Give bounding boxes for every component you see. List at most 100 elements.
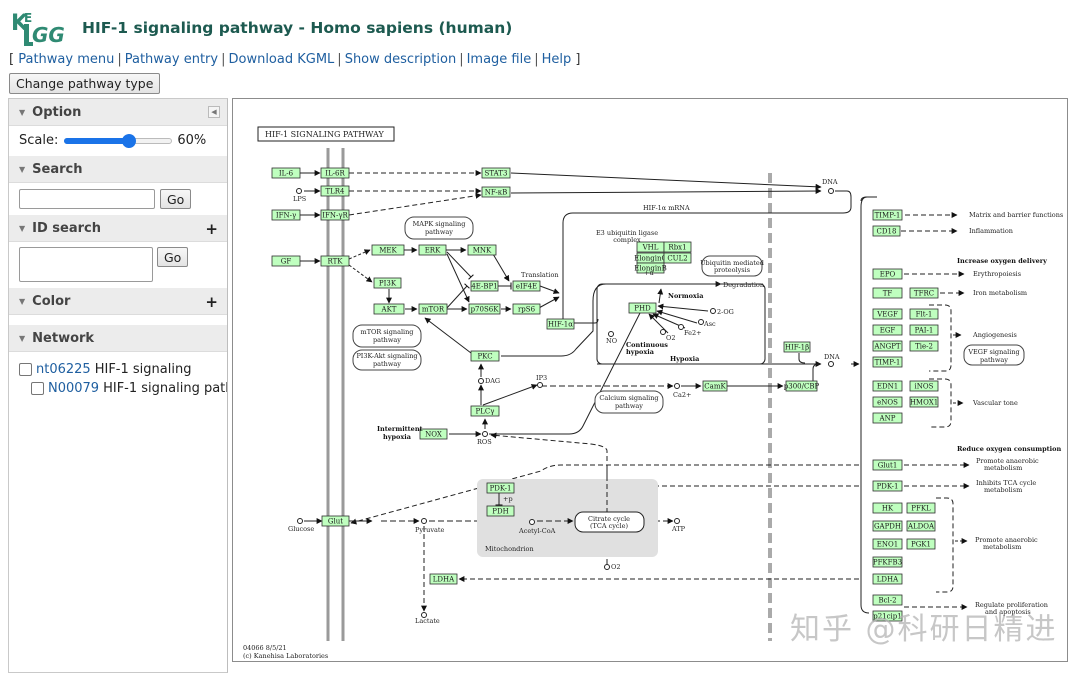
mtor-pathway-node[interactable] <box>352 324 422 348</box>
gene-box[interactable] <box>271 209 301 221</box>
gene-box[interactable] <box>470 350 500 362</box>
compound-o2[interactable] <box>604 564 610 570</box>
gene-box[interactable] <box>481 167 511 179</box>
gene-glut1[interactable]: Glut1 <box>872 459 903 471</box>
gene-box[interactable] <box>486 482 515 494</box>
gene-nfkb[interactable]: NF-κB <box>481 186 511 198</box>
search-section-header[interactable]: ▼ Search <box>9 156 227 183</box>
gene-tie2[interactable]: Tie-2 <box>909 340 939 352</box>
id-search-section-header[interactable]: ▼ ID search + <box>9 215 227 242</box>
gene-egf[interactable]: EGF <box>872 324 903 336</box>
gene-box[interactable] <box>271 167 301 179</box>
gene-il6r[interactable]: IL-6R <box>320 167 350 179</box>
compound-pyruvate[interactable] <box>421 518 427 524</box>
gene-gf[interactable]: GF <box>271 255 301 267</box>
compound-ros[interactable] <box>482 431 488 437</box>
gene-mnk[interactable]: MNK <box>467 244 497 256</box>
gene-box[interactable] <box>872 396 903 408</box>
gene-rtk[interactable]: RTK <box>320 255 350 267</box>
color-section-header[interactable]: ▼ Color + <box>9 288 227 315</box>
gene-edn1[interactable]: EDN1 <box>872 380 903 392</box>
gene-box[interactable] <box>872 556 903 568</box>
link-download-kgml[interactable]: Download KGML <box>228 52 335 67</box>
scale-slider[interactable] <box>64 133 173 148</box>
gene-flt1[interactable]: Flt-1 <box>909 308 939 320</box>
gene-pdk1b[interactable]: PDK-1 <box>872 480 903 492</box>
gene-box[interactable] <box>271 255 301 267</box>
search-go-button[interactable]: Go <box>160 189 192 209</box>
link-image-file[interactable]: Image file <box>466 52 532 67</box>
gene-box[interactable] <box>320 185 350 197</box>
id-search-textarea[interactable] <box>19 247 153 282</box>
gene-elongb[interactable]: ElonginB <box>634 262 667 274</box>
gene-box[interactable] <box>512 280 541 292</box>
gene-box[interactable] <box>872 287 903 299</box>
compound-2og[interactable] <box>710 308 716 314</box>
gene-box[interactable] <box>371 244 405 256</box>
gene-elongc[interactable]: ElonginC <box>634 252 667 264</box>
gene-mek[interactable]: MEK <box>371 244 405 256</box>
gene-p300[interactable]: p300/CBP <box>784 380 820 392</box>
gene-box[interactable] <box>872 268 903 280</box>
gene-tf[interactable]: TF <box>872 287 903 299</box>
gene-glut[interactable]: Glut <box>321 515 350 527</box>
gene-box[interactable] <box>872 356 903 368</box>
calcium-pathway-node[interactable] <box>594 390 664 414</box>
gene-box[interactable] <box>872 610 903 622</box>
pathway-map[interactable]: HIF-1 SIGNALING PATHWAY <box>232 98 1068 662</box>
gene-box[interactable] <box>872 324 903 336</box>
gene-ifng[interactable]: IFN-γ <box>271 209 301 221</box>
gene-aldoa[interactable]: ALDOA <box>906 520 936 532</box>
gene-box[interactable] <box>783 341 811 353</box>
link-help[interactable]: Help <box>541 52 572 67</box>
gene-box[interactable] <box>909 308 939 320</box>
compound-fe[interactable] <box>678 324 684 330</box>
link-show-description[interactable]: Show description <box>344 52 457 67</box>
gene-pai1[interactable]: PAI-1 <box>909 324 939 336</box>
gene-box[interactable] <box>470 405 500 417</box>
gene-box[interactable] <box>663 241 692 253</box>
gene-box[interactable] <box>906 502 936 514</box>
gene-ifngr[interactable]: IFN-γR <box>320 209 350 221</box>
vegf-pathway-node[interactable] <box>963 344 1025 366</box>
gene-box[interactable] <box>512 303 541 315</box>
gene-4ebp1[interactable]: 4E-BP1 <box>470 280 499 292</box>
change-pathway-type-button[interactable]: Change pathway type <box>9 73 161 94</box>
network-id-link[interactable]: nt06225 <box>36 362 91 377</box>
gene-box[interactable] <box>872 480 903 492</box>
gene-box[interactable] <box>872 502 903 514</box>
gene-vhl[interactable]: VHL <box>636 241 665 253</box>
gene-box[interactable] <box>909 340 939 352</box>
compound-atp[interactable] <box>674 518 680 524</box>
gene-rps6[interactable]: rpS6 <box>512 303 541 315</box>
gene-phd[interactable]: PHD <box>628 302 657 314</box>
gene-box[interactable] <box>470 280 499 292</box>
gene-box[interactable] <box>320 167 350 179</box>
gene-box[interactable] <box>906 520 936 532</box>
gene-box[interactable] <box>429 573 458 585</box>
gene-pfkl[interactable]: PFKL <box>906 502 936 514</box>
collapse-sidebar-icon[interactable]: ◀ <box>208 106 220 118</box>
link-pathway-entry[interactable]: Pathway entry <box>124 52 219 67</box>
gene-box[interactable] <box>872 308 903 320</box>
compound-dag[interactable] <box>478 378 484 384</box>
compound-glucose[interactable] <box>297 518 303 524</box>
gene-box[interactable] <box>321 515 350 527</box>
network-checkbox[interactable] <box>19 363 32 376</box>
compound-lactate[interactable] <box>421 612 427 618</box>
gene-box[interactable] <box>418 244 447 256</box>
gene-box[interactable] <box>785 380 818 392</box>
kegg-logo[interactable]: K E GG <box>10 8 72 50</box>
gene-camk[interactable]: CamK <box>702 380 728 392</box>
gene-box[interactable] <box>320 255 350 267</box>
compound-o2[interactable] <box>660 329 666 335</box>
gene-pi3k[interactable]: PI3K <box>373 277 402 289</box>
gene-hk[interactable]: HK <box>872 502 903 514</box>
network-section-header[interactable]: ▼ Network <box>9 325 227 352</box>
gene-pkc[interactable]: PKC <box>470 350 500 362</box>
gene-tlr4[interactable]: TLR4 <box>320 185 350 197</box>
gene-p21[interactable]: p21cip1 <box>872 610 903 622</box>
gene-anp[interactable]: ANP <box>872 412 903 424</box>
gene-mtor[interactable]: mTOR <box>418 303 448 315</box>
gene-box[interactable] <box>419 428 448 440</box>
